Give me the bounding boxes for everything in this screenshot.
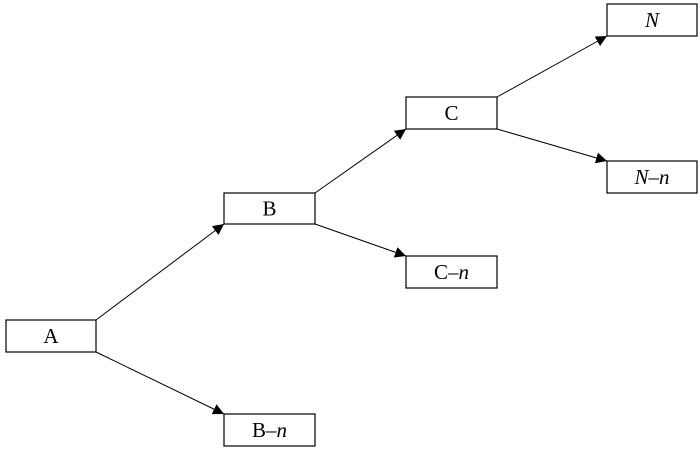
arrow-a-to-b-n	[95, 351, 225, 415]
node-box-b	[223, 192, 316, 225]
node-box-a	[5, 319, 97, 353]
arrow-b-to-c-n	[314, 223, 407, 258]
arrow-c-to-n	[496, 35, 608, 98]
node-label-b: B	[262, 197, 276, 221]
node-n-n: N–n	[606, 160, 698, 194]
node-label-n-n: N–n	[633, 165, 669, 189]
node-label-part: –	[648, 165, 660, 189]
node-label-part: n	[659, 165, 670, 189]
arrow-c-to-n-n	[496, 128, 608, 164]
arrow-a-to-b	[95, 223, 225, 321]
node-a: A	[5, 319, 97, 353]
node-box-c-n	[405, 255, 498, 289]
node-label-part: n	[459, 260, 470, 284]
node-c-n: C–n	[405, 255, 498, 289]
node-label-part: N	[633, 165, 649, 189]
node-label-c: C	[444, 101, 458, 125]
node-label-n: N	[644, 8, 660, 32]
node-label-part: C–	[434, 260, 459, 284]
node-label-part: B	[262, 197, 276, 221]
node-b: B	[223, 192, 316, 225]
node-b-n: B–n	[223, 413, 316, 447]
node-box-c	[405, 96, 498, 130]
node-label-part: N	[644, 8, 660, 32]
node-label-b-n: B–n	[252, 418, 287, 442]
node-label-part: n	[277, 418, 288, 442]
node-c: C	[405, 96, 498, 130]
node-box-n-n	[606, 160, 698, 194]
node-label-a: A	[43, 324, 59, 348]
node-box-n	[606, 3, 698, 37]
node-label-c-n: C–n	[434, 260, 469, 284]
edges-layer	[95, 35, 608, 415]
node-label-part: B–	[252, 418, 277, 442]
node-label-part: C	[444, 101, 458, 125]
node-box-b-n	[223, 413, 316, 447]
node-label-part: A	[43, 324, 59, 348]
node-n: N	[606, 3, 698, 37]
arrow-b-to-c	[314, 128, 407, 194]
